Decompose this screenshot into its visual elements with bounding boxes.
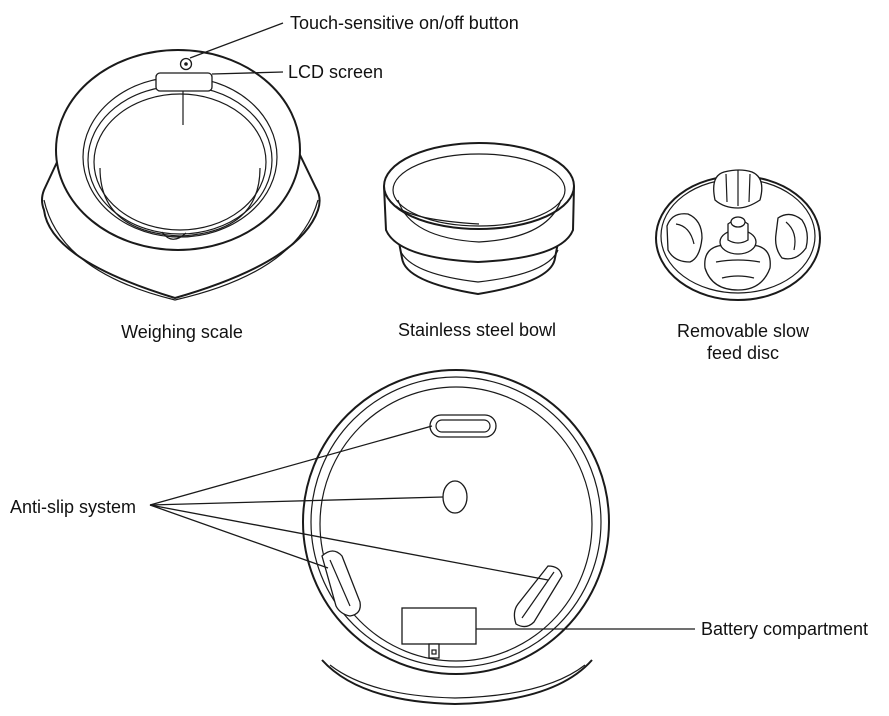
antislip-pad-left — [321, 550, 361, 617]
disc-paddle-bottom — [704, 243, 771, 291]
label-weighing-scale: Weighing scale — [121, 322, 243, 342]
leader-touch-button — [189, 22, 284, 59]
leader-lcd-screen — [211, 71, 284, 75]
scale-base-rim — [43, 199, 319, 301]
label-slow-feed-disc-line1: Removable slow — [676, 321, 810, 341]
label-battery-compartment: Battery compartment — [701, 619, 869, 639]
steel-bowl-drawing — [383, 142, 575, 296]
label-steel-bowl: Stainless steel bowl — [397, 320, 557, 340]
antislip-pad-left-inner — [329, 559, 351, 607]
label-lcd-screen: LCD screen — [288, 62, 384, 82]
disc-paddle-bottom-ribs — [715, 259, 761, 279]
bowl-rim — [383, 142, 575, 230]
label-anti-slip: Anti-slip system — [10, 497, 137, 517]
base-underside-drawing — [149, 369, 695, 706]
disc-paddle-top-ribs — [725, 170, 751, 206]
antislip-pad-right-inner — [521, 571, 555, 619]
bowl-inner-shade — [395, 205, 480, 225]
leader-antislip-right — [149, 504, 549, 581]
antislip-pad-top-inner — [435, 419, 491, 433]
touch-button-dot — [184, 62, 188, 66]
disc-knob-top — [730, 216, 746, 228]
slow-feed-disc-drawing — [655, 169, 821, 301]
disc-paddle-right — [774, 213, 808, 260]
battery-compartment-shape — [401, 607, 477, 645]
base-ring-2 — [319, 386, 593, 662]
battery-latch — [428, 643, 440, 659]
antislip-pad-top — [429, 414, 497, 438]
scale-inner-wall — [99, 167, 261, 237]
scale-opening-inner — [93, 93, 267, 231]
disc-paddle-left-ribs — [675, 223, 695, 245]
disc-paddle-left — [666, 213, 703, 263]
label-slow-feed-disc: Removable slow feed disc — [650, 320, 836, 364]
leader-antislip-top — [149, 425, 433, 506]
lcd-screen-shape — [155, 72, 213, 92]
label-touch-button: Touch-sensitive on/off button — [290, 13, 519, 33]
leader-antislip-center — [149, 496, 444, 506]
weighing-scale-drawing — [41, 22, 321, 301]
scale-notch — [161, 231, 187, 240]
base-ring-1 — [310, 376, 602, 668]
bowl-base-line — [399, 249, 559, 283]
label-slow-feed-disc-line2: feed disc — [706, 343, 780, 363]
bowl-rim-inner — [392, 153, 566, 227]
battery-latch-screw — [431, 649, 437, 655]
scale-top — [55, 49, 301, 251]
base-lower-rim — [321, 659, 593, 706]
bowl-inner-bottom — [397, 199, 562, 243]
base-lower-rim-inner — [329, 664, 586, 699]
leader-antislip-left — [149, 504, 329, 569]
antislip-pad-center — [442, 480, 468, 514]
disc-paddle-right-ribs — [785, 221, 796, 251]
